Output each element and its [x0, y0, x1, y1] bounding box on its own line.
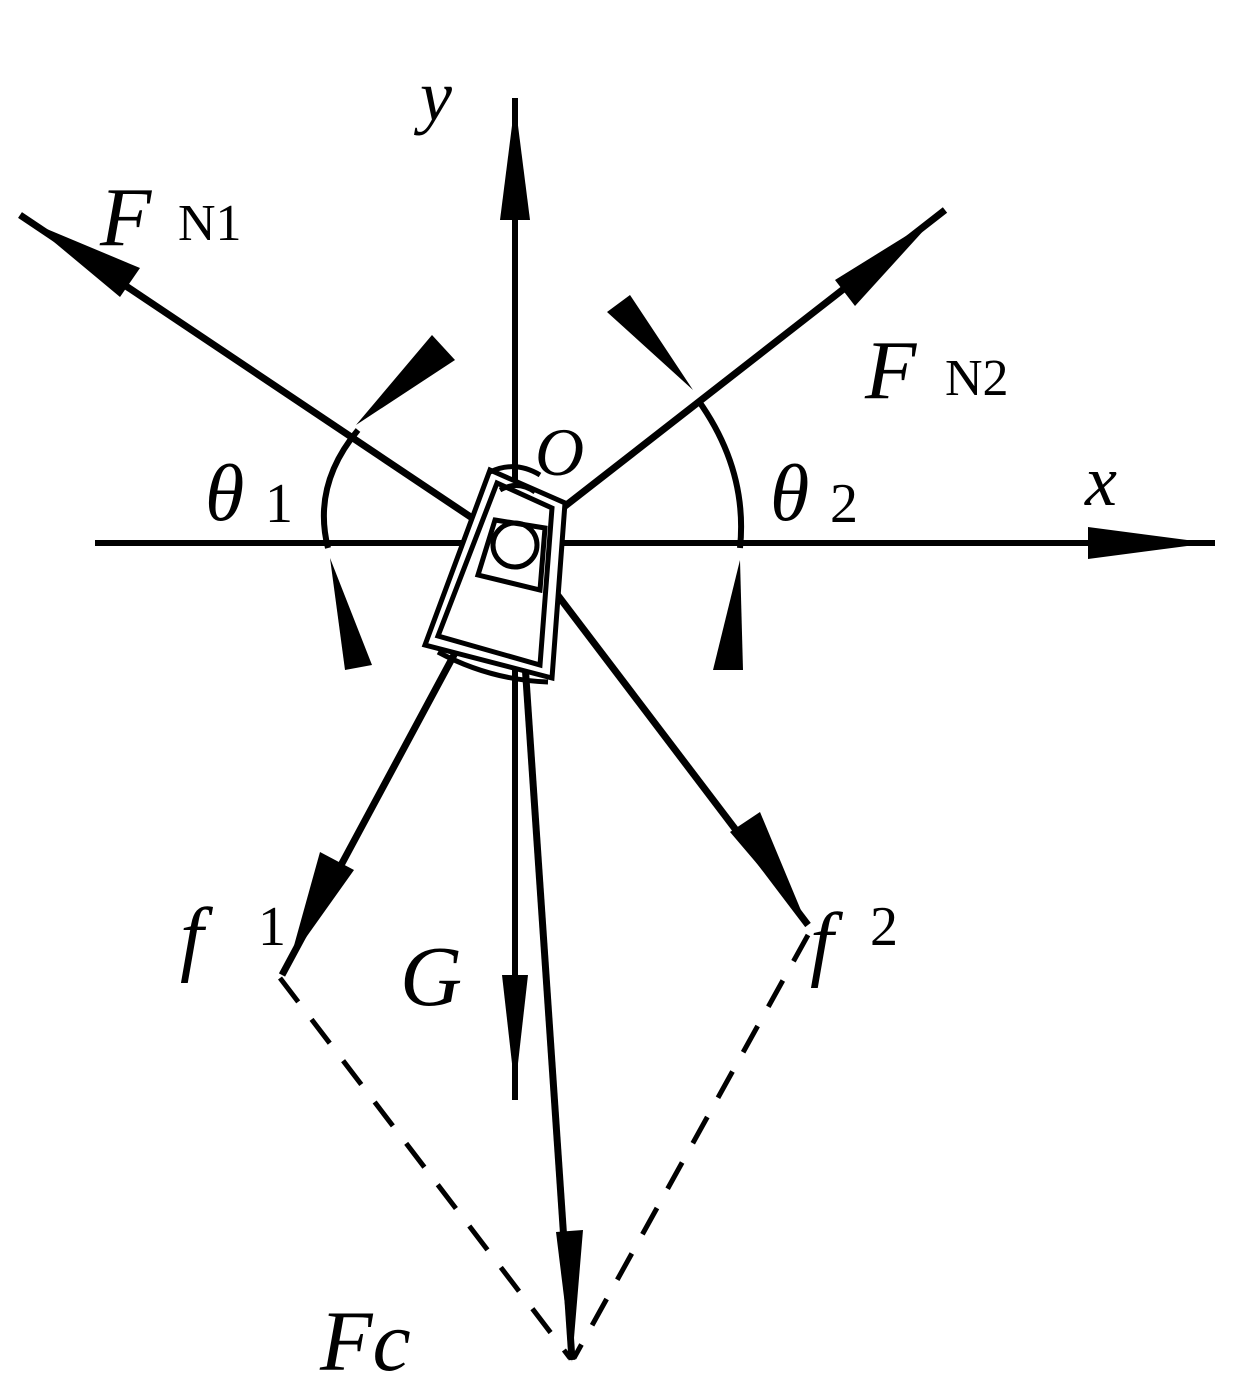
- x-axis-arrowhead: [1088, 527, 1210, 559]
- theta1-label-sub: 1: [265, 473, 293, 535]
- theta2-arrowhead-bottom: [713, 560, 743, 670]
- theta2-label-sub: 2: [830, 473, 858, 535]
- gravity-label: G: [400, 928, 462, 1024]
- body-outer-shell: [421, 466, 568, 682]
- resultant-arrowhead: [556, 1230, 583, 1362]
- theta2-arrowhead-top: [607, 295, 693, 390]
- body-inner-shell: [434, 479, 555, 669]
- fn1-label-sub: N1: [178, 195, 242, 252]
- origin-label: O: [535, 414, 584, 490]
- parallelogram-dashes: [278, 933, 811, 1360]
- f2-arrowhead: [730, 812, 805, 920]
- x-axis: [95, 527, 1215, 559]
- dashed-line-left: [278, 976, 572, 1360]
- f1-label-main: f: [180, 891, 214, 984]
- body-top-arc: [488, 464, 542, 478]
- fn2-label-main: F: [864, 324, 918, 417]
- fn2-arrowhead: [835, 218, 935, 306]
- f2-label-sub: 2: [870, 896, 898, 958]
- body-base-arc: [436, 649, 549, 685]
- resultant-vector: [514, 559, 583, 1362]
- labels: y x O F N1 F N2 θ 1 θ 2 f 1 f 2 G Fc: [99, 56, 1117, 1389]
- theta1-arrowhead-top: [356, 335, 455, 425]
- fn2-label-sub: N2: [945, 350, 1009, 407]
- theta1-arrowhead-bottom: [330, 558, 372, 670]
- theta1-arc: [320, 335, 455, 670]
- f2-vector: [547, 582, 811, 928]
- fn1-vector: [18, 212, 507, 543]
- fn1-arrowhead: [30, 222, 140, 297]
- y-axis-label: y: [413, 56, 452, 136]
- body-top-arc-inner: [498, 483, 537, 495]
- wheel-body: [421, 464, 568, 685]
- y-axis-arrowhead: [500, 102, 530, 220]
- dashed-line-right: [571, 933, 811, 1360]
- x-axis-label: x: [1084, 441, 1117, 521]
- origin-hub-frame: [474, 517, 548, 594]
- fn1-label-main: F: [99, 171, 153, 264]
- f1-label-sub: 1: [258, 896, 286, 958]
- resultant-label: Fc: [319, 1293, 411, 1389]
- f1-arrowhead: [290, 852, 354, 960]
- theta2-arc: [607, 295, 745, 670]
- f2-label-main: f: [810, 896, 844, 989]
- theta1-label-main: θ: [205, 450, 244, 538]
- gravity-arrowhead: [502, 975, 528, 1090]
- fn2-vector: [557, 207, 948, 513]
- theta2-label-main: θ: [770, 450, 809, 538]
